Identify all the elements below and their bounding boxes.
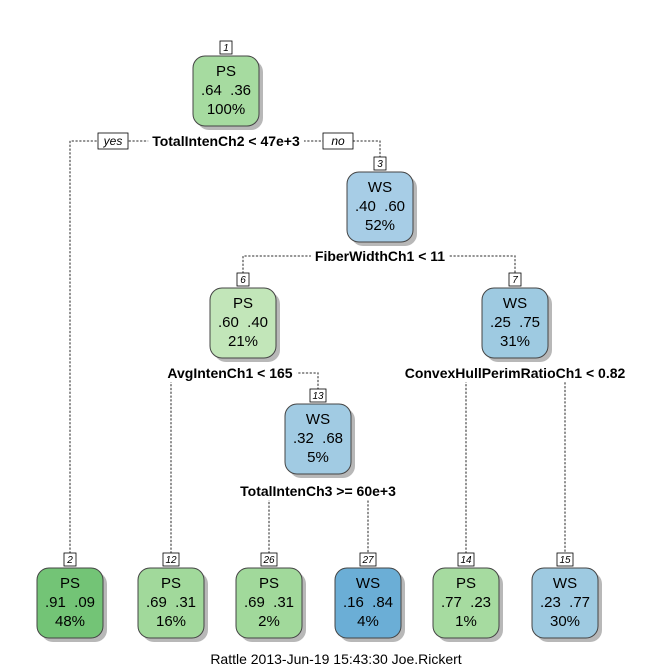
split-label-1: TotalIntenCh2 < 47e+3 [152, 133, 300, 149]
node-percent-label: 5% [307, 449, 329, 466]
footer-caption: Rattle 2013-Jun-19 15:43:30 Joe.Rickert [210, 651, 462, 667]
node-class-label: WS [553, 575, 577, 592]
node-id-box [260, 552, 278, 567]
node-id-box [359, 552, 377, 567]
node-probs-label: .40 .60 [355, 198, 405, 215]
node-14: PS .77 .23 1% 14 [432, 552, 503, 642]
node-box [137, 567, 205, 639]
node-26: PS .69 .31 2% 26 [235, 552, 306, 642]
split-label-13: TotalIntenCh3 >= 60e+3 [240, 483, 396, 499]
node-probs-label: .16 .84 [343, 594, 393, 611]
node-probs-label: .77 .23 [441, 594, 491, 611]
node-probs-label: .64 .36 [201, 82, 251, 99]
node-id-label: 26 [262, 555, 275, 566]
node-class-label: WS [503, 295, 527, 312]
node-probs-label: .25 .75 [490, 314, 540, 331]
node-id-box [219, 40, 233, 55]
node-id-box [236, 272, 250, 287]
node-percent-label: 4% [357, 613, 379, 630]
split-label-bg [148, 132, 304, 150]
node-percent-label: 100% [207, 101, 245, 118]
node-percent-label: 16% [156, 613, 186, 630]
node-1: PS .64 .36 100% 1 [192, 40, 263, 130]
node-box [346, 171, 414, 243]
node-percent-label: 1% [455, 613, 477, 630]
node-id-label: 1 [223, 43, 229, 54]
yes-branch-label: yes [103, 134, 123, 148]
node-id-box [457, 552, 475, 567]
node-probs-label: .60 .40 [218, 314, 268, 331]
node-box [481, 287, 549, 359]
node-id-box [373, 156, 387, 171]
node-class-label: PS [161, 575, 181, 592]
split-label-7: ConvexHullPerimRatioCh1 < 0.82 [405, 365, 626, 381]
node-box [284, 403, 352, 475]
yes-branch-label-box [97, 132, 129, 150]
node-3: WS .40 .60 52% 3 [346, 156, 417, 246]
node-7: WS .25 .75 31% 7 [481, 272, 552, 362]
node-id-box [508, 272, 522, 287]
node-id-label: 13 [312, 391, 324, 402]
node-12: PS .69 .31 16% 12 [137, 552, 208, 642]
node-probs-label: .69 .31 [146, 594, 196, 611]
node-id-box [309, 388, 327, 403]
node-id-label: 12 [165, 555, 177, 566]
node-percent-label: 48% [55, 613, 85, 630]
node-id-box [556, 552, 574, 567]
split-label-bg [400, 364, 630, 382]
no-branch-label-box [322, 132, 354, 150]
node-class-label: PS [259, 575, 279, 592]
edge-13 [268, 490, 369, 554]
node-box [531, 567, 599, 639]
split-label-3: FiberWidthCh1 < 11 [315, 248, 445, 264]
node-percent-label: 52% [365, 217, 395, 234]
node-13: WS .32 .68 5% 13 [284, 388, 355, 478]
node-box [235, 567, 303, 639]
edge-7 [465, 372, 566, 554]
node-id-label: 2 [66, 555, 73, 566]
node-id-label: 15 [559, 555, 571, 566]
node-class-label: PS [233, 295, 253, 312]
node-id-label: 6 [240, 275, 246, 286]
node-class-label: PS [60, 575, 80, 592]
node-id-label: 14 [460, 555, 472, 566]
node-percent-label: 31% [500, 333, 530, 350]
node-id-label: 27 [361, 555, 374, 566]
node-box [209, 287, 277, 359]
node-id-label: 7 [512, 275, 518, 286]
node-probs-label: .23 .77 [540, 594, 590, 611]
node-2: PS .91 .09 48% 2 [36, 552, 107, 642]
node-class-label: WS [356, 575, 380, 592]
edge-6 [170, 372, 319, 554]
no-branch-label: no [331, 134, 345, 148]
split-label-6: AvgIntenCh1 < 165 [167, 365, 292, 381]
split-label-bg [236, 482, 401, 500]
node-class-label: PS [216, 63, 236, 80]
node-probs-label: .91 .09 [45, 594, 95, 611]
node-class-label: WS [306, 411, 330, 428]
node-box [334, 567, 402, 639]
node-percent-label: 30% [550, 613, 580, 630]
node-id-label: 3 [377, 159, 383, 170]
node-id-box [162, 552, 180, 567]
node-box [36, 567, 104, 639]
node-box [432, 567, 500, 639]
node-6: PS .60 .40 21% 6 [209, 272, 280, 362]
split-label-bg [310, 247, 450, 265]
node-percent-label: 21% [228, 333, 258, 350]
node-id-box [63, 552, 77, 567]
node-percent-label: 2% [258, 613, 280, 630]
node-class-label: WS [368, 179, 392, 196]
node-probs-label: .32 .68 [293, 430, 343, 447]
node-box [192, 55, 260, 127]
node-class-label: PS [456, 575, 476, 592]
node-probs-label: .69 .31 [244, 594, 294, 611]
split-label-bg [163, 364, 297, 382]
node-27: WS .16 .84 4% 27 [334, 552, 405, 642]
node-15: WS .23 .77 30% 15 [531, 552, 602, 642]
